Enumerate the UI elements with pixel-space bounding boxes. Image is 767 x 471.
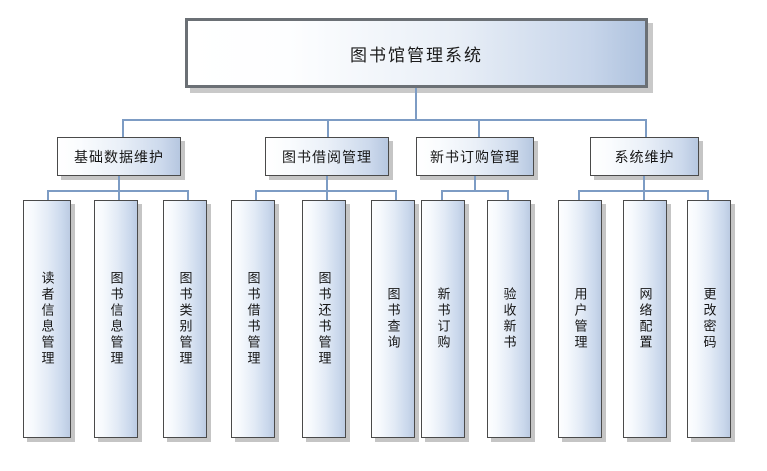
connector-root-drop-1 xyxy=(122,119,124,138)
leaf-node-book-lending-management[interactable]: 图书借书管理 xyxy=(231,200,275,438)
connector-group4-stub xyxy=(643,176,645,190)
leaf-node-reader-info-management[interactable]: 读者信息管理 xyxy=(23,200,71,438)
group-node-new-book-ordering-management[interactable]: 新书订购管理 xyxy=(416,137,534,176)
leaf-node-label-1: 读者信息管理 xyxy=(39,271,55,367)
leaf-node-label-7: 新书订购 xyxy=(435,287,451,351)
leaf-node-label-2: 图书信息管理 xyxy=(108,271,124,367)
group-node-label-1: 基础数据维护 xyxy=(74,150,164,166)
connector-group4-drop-2 xyxy=(643,190,645,201)
connector-root-stub xyxy=(415,88,417,119)
connector-group2-drop-2 xyxy=(326,190,328,201)
group-node-book-borrowing-management[interactable]: 图书借阅管理 xyxy=(265,137,389,176)
connector-group2-drop-1 xyxy=(255,190,257,201)
leaf-node-new-book-acceptance[interactable]: 验收新书 xyxy=(487,200,531,438)
group-node-basic-data-maintenance[interactable]: 基础数据维护 xyxy=(57,137,181,176)
leaf-node-book-category-management[interactable]: 图书类别管理 xyxy=(163,200,207,438)
connector-group3-drop-1 xyxy=(441,190,443,201)
connector-group1-drop-1 xyxy=(47,190,49,201)
connector-group2-drop-3 xyxy=(395,190,397,201)
connector-root-drop-3 xyxy=(478,119,480,138)
leaf-node-network-configuration[interactable]: 网络配置 xyxy=(623,200,667,438)
group-node-label-4: 系统维护 xyxy=(614,150,675,166)
leaf-node-book-query[interactable]: 图书查询 xyxy=(371,200,415,438)
leaf-node-label-4: 图书借书管理 xyxy=(245,271,261,367)
leaf-node-label-11: 更改密码 xyxy=(701,287,717,351)
leaf-node-book-return-management[interactable]: 图书还书管理 xyxy=(302,200,346,438)
root-node-label: 图书馆管理系统 xyxy=(350,45,483,65)
leaf-node-label-10: 网络配置 xyxy=(637,287,653,351)
connector-group1-drop-2 xyxy=(118,190,120,201)
connector-group4-drop-1 xyxy=(578,190,580,201)
group-node-label-2: 图书借阅管理 xyxy=(282,150,372,166)
leaf-node-label-6: 图书查询 xyxy=(385,287,401,351)
group-node-label-3: 新书订购管理 xyxy=(430,150,520,166)
connector-group4-drop-3 xyxy=(707,190,709,201)
connector-group3-drop-2 xyxy=(507,190,509,201)
connector-root-drop-4 xyxy=(645,119,647,138)
connector-group3-stub xyxy=(474,176,476,190)
leaf-node-user-management[interactable]: 用户管理 xyxy=(558,200,602,438)
connector-group1-stub xyxy=(118,176,120,190)
connector-group2-stub xyxy=(326,176,328,190)
connector-root-drop-2 xyxy=(327,119,329,138)
leaf-node-label-8: 验收新书 xyxy=(501,287,517,351)
leaf-node-book-info-management[interactable]: 图书信息管理 xyxy=(94,200,138,438)
leaf-node-label-3: 图书类别管理 xyxy=(177,271,193,367)
connector-root-bus xyxy=(122,119,647,121)
leaf-node-label-9: 用户管理 xyxy=(572,287,588,351)
connector-group1-drop-3 xyxy=(187,190,189,201)
leaf-node-new-book-order[interactable]: 新书订购 xyxy=(421,200,465,438)
connector-group3-bus xyxy=(441,190,509,192)
root-node-library-management-system[interactable]: 图书馆管理系统 xyxy=(185,18,648,88)
leaf-node-change-password[interactable]: 更改密码 xyxy=(687,200,731,438)
group-node-system-maintenance[interactable]: 系统维护 xyxy=(590,137,699,176)
leaf-node-label-5: 图书还书管理 xyxy=(316,271,332,367)
